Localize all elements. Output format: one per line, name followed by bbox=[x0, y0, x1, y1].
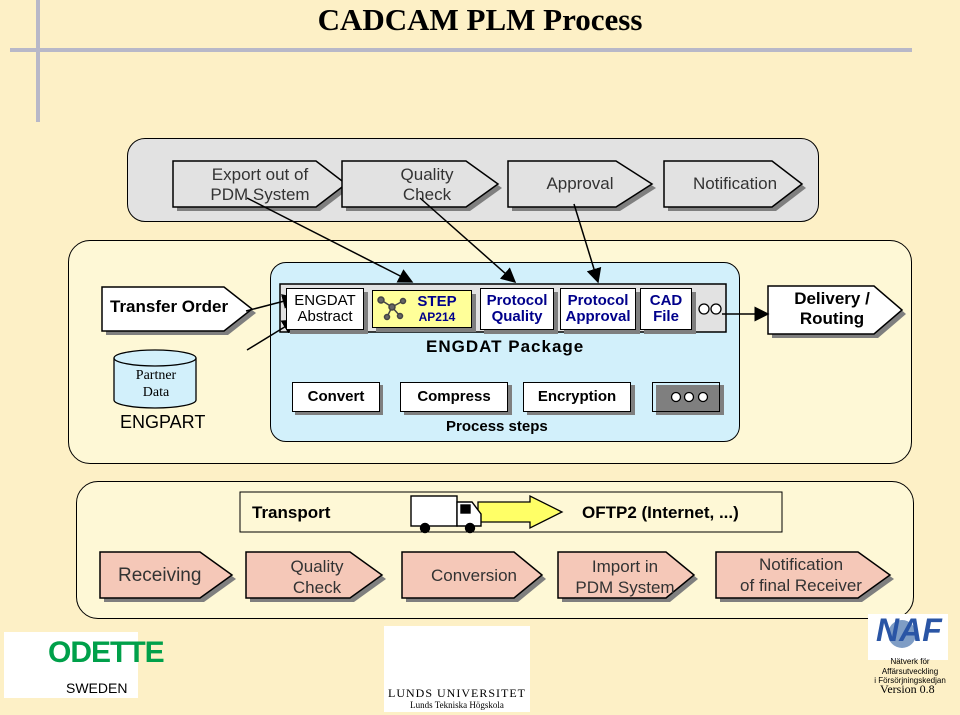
protocol-quality-box: Protocol Quality bbox=[480, 288, 554, 330]
export-line1: Export out of bbox=[211, 165, 309, 184]
protocol-approval-line1: Protocol bbox=[567, 291, 629, 309]
transport-arrow bbox=[477, 494, 564, 530]
arrow-export bbox=[172, 160, 348, 208]
decorative-vertical-line bbox=[36, 0, 40, 122]
step-line2: AP214 bbox=[418, 309, 456, 324]
molecule-icon bbox=[377, 296, 407, 321]
naf-text: NAF bbox=[876, 612, 942, 648]
cad-file-line2: File bbox=[653, 308, 679, 325]
sweden-text: SWEDEN bbox=[66, 680, 128, 696]
arrow-quality-check bbox=[341, 160, 500, 208]
step-box: STEP AP214 bbox=[372, 290, 472, 328]
import-pdm-line1: Import in bbox=[591, 557, 659, 576]
notification-final-line2: of final Receiver bbox=[740, 576, 862, 596]
naf-logo bbox=[868, 614, 948, 660]
encryption-box: Encryption bbox=[523, 382, 631, 412]
engdat-abstract-box: ENGDAT Abstract bbox=[286, 288, 364, 330]
import-pdm-line2: PDM System bbox=[575, 578, 675, 598]
arrow-conversion bbox=[401, 551, 544, 599]
oftp2-label: OFTP2 (Internet, ...) bbox=[582, 503, 739, 522]
import-pdm-label: Import in PDM System bbox=[566, 556, 684, 599]
notification-label: Notification bbox=[692, 174, 778, 193]
arrow-transfer-order bbox=[101, 286, 254, 332]
engdat-abstract-line1: ENGDAT bbox=[294, 291, 356, 309]
partner-data-cylinder bbox=[113, 349, 197, 409]
receiving-label: Receiving bbox=[118, 565, 202, 586]
engpart-label: ENGPART bbox=[120, 412, 206, 432]
protocol-approval-box: Protocol Approval bbox=[560, 288, 636, 330]
version-label: Version 0.8 bbox=[880, 682, 935, 696]
step-line1: STEP bbox=[417, 293, 457, 311]
partner-data-label: Partner Data bbox=[116, 368, 196, 402]
convert-box: Convert bbox=[292, 382, 380, 412]
arrow-approval bbox=[507, 160, 654, 208]
odette-logo-box: ODETTE SWEDEN bbox=[4, 632, 165, 698]
page-title: CADCAM PLM Process bbox=[317, 2, 643, 37]
quality-line2: Check bbox=[402, 185, 452, 205]
arrow-notification bbox=[663, 160, 804, 208]
protocol-approval-line2: Approval bbox=[565, 308, 631, 325]
quality-check-2-line2: Check bbox=[292, 578, 342, 598]
compress-box: Compress bbox=[400, 382, 508, 412]
cad-file-line1: CAD bbox=[649, 291, 683, 309]
arrow-delivery bbox=[767, 285, 904, 335]
lund-logo-box: LUNDS UNIVERSITET Lunds Tekniska Högskol… bbox=[384, 626, 530, 712]
arrow-import-pdm bbox=[557, 551, 696, 599]
naf-subtitle-line2: i Försörjningskedjan bbox=[874, 676, 946, 686]
arrow-quality-check-2 bbox=[245, 551, 384, 599]
quality-check-2-line1: Quality bbox=[290, 557, 344, 576]
delivery-label: Delivery / Routing bbox=[780, 289, 884, 330]
transport-label: Transport bbox=[252, 503, 331, 522]
transfer-order-label: Transfer Order bbox=[110, 297, 229, 316]
approval-label: Approval bbox=[546, 174, 614, 193]
quality-line1: Quality bbox=[400, 165, 454, 184]
decorative-horizontal-line bbox=[10, 48, 912, 52]
naf-subtitle: Nätverk för Affärsutveckling i Försörjni… bbox=[862, 657, 958, 686]
lth-text: Lunds Tekniska Högskola bbox=[410, 700, 504, 710]
delivery-line2: Routing bbox=[799, 309, 865, 329]
cad-file-box: CAD File bbox=[640, 288, 692, 330]
engdat-package-label: ENGDAT Package bbox=[426, 337, 585, 356]
arrow-notification-final bbox=[715, 551, 892, 599]
notification-final-line1: Notification bbox=[758, 555, 844, 574]
protocol-quality-line1: Protocol bbox=[486, 291, 548, 309]
partner-data-line1: Partner bbox=[135, 368, 177, 383]
delivery-line1: Delivery / bbox=[794, 289, 870, 308]
notification-final-label: Notification of final Receiver bbox=[726, 554, 876, 597]
quality-check-label: Quality Check bbox=[362, 165, 492, 206]
partner-data-line2: Data bbox=[142, 384, 170, 400]
export-line2: PDM System bbox=[210, 185, 310, 205]
quality-check-2-label: Quality Check bbox=[262, 556, 372, 599]
engdat-abstract-line2: Abstract bbox=[297, 308, 353, 325]
protocol-quality-line2: Quality bbox=[491, 308, 543, 325]
more-steps-box bbox=[652, 382, 720, 412]
arrow-receiving bbox=[99, 551, 234, 599]
truck-icon bbox=[410, 495, 482, 534]
naf-subtitle-line1: Nätverk för Affärsutveckling bbox=[881, 657, 939, 676]
export-label: Export out of PDM System bbox=[190, 165, 330, 206]
lund-text: LUNDS UNIVERSITET bbox=[388, 686, 526, 700]
odette-text: ODETTE bbox=[48, 636, 165, 669]
conversion-label: Conversion bbox=[431, 566, 517, 585]
process-steps-label: Process steps bbox=[446, 418, 548, 435]
